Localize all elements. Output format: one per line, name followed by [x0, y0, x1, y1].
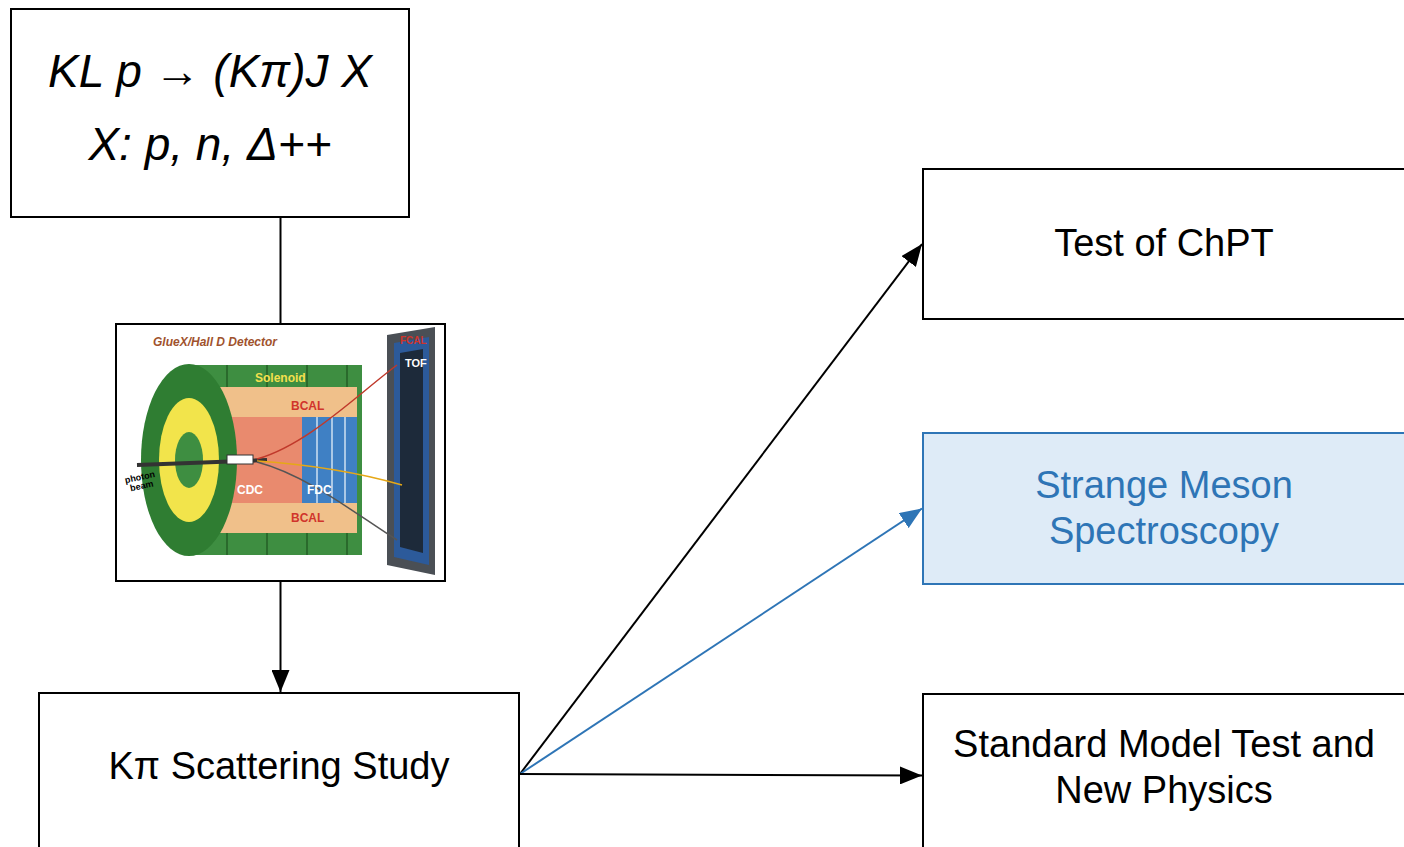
detector-box: GlueX/Hall D Detector	[115, 323, 446, 582]
box-text: Kπ Scattering Study	[109, 744, 450, 790]
part-label: BCAL	[291, 399, 324, 413]
outcome-box: Strange Meson Spectroscopy	[922, 432, 1404, 585]
flow-arrow	[280, 582, 282, 692]
flow-arrow	[520, 774, 922, 776]
box-text: X: p, n, Δ++	[88, 117, 331, 172]
part-label: FCAL	[400, 335, 427, 346]
detector-illustration	[117, 325, 444, 580]
part-label: Solenoid	[255, 371, 306, 385]
part-label: photon beam	[121, 469, 160, 495]
box-text: Strange Meson Spectroscopy	[934, 463, 1394, 554]
outcome-box: Standard Model Test and New Physics	[922, 693, 1404, 847]
flow-arrow	[280, 218, 282, 323]
part-label: CDC	[237, 483, 263, 497]
process-box: Kπ Scattering Study	[38, 692, 520, 847]
illustration-title: GlueX/Hall D Detector	[153, 335, 277, 349]
outcome-box: Test of ChPT	[922, 168, 1404, 320]
box-text: Standard Model Test and New Physics	[934, 722, 1394, 813]
reaction-box: KL p → (Kπ)J X X: p, n, Δ++	[10, 8, 410, 218]
flow-arrow	[520, 509, 922, 775]
part-label: BCAL	[291, 511, 324, 525]
flow-arrow	[520, 244, 922, 774]
box-text: Test of ChPT	[1054, 221, 1274, 267]
box-text: KL p → (Kπ)J X	[48, 44, 372, 99]
part-label: TOF	[405, 357, 427, 369]
part-label: FDC	[307, 483, 332, 497]
